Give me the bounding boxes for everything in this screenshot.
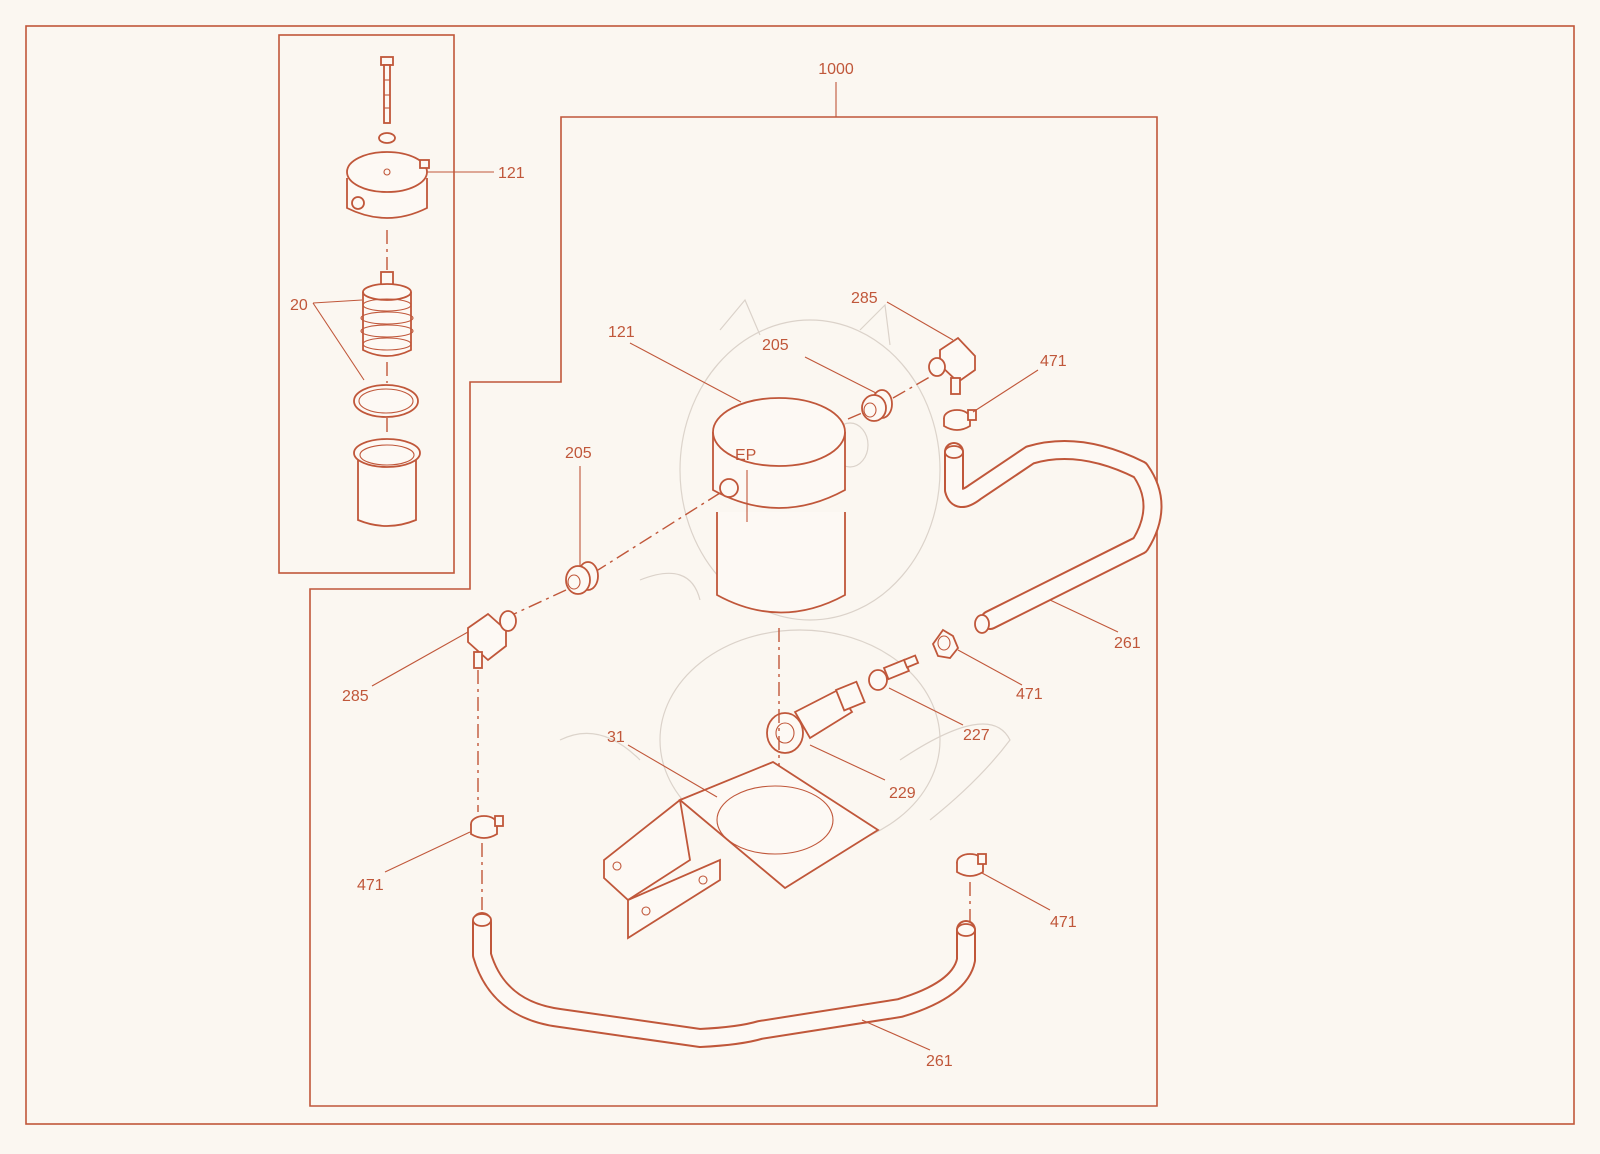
callout-fitting-205-left: 205 xyxy=(565,445,592,462)
callout-clamp-471-top: 471 xyxy=(1040,353,1067,370)
callout-bracket-31: 31 xyxy=(607,729,625,746)
outer-frame xyxy=(25,25,1575,1125)
callout-nipple-227: 227 xyxy=(963,727,990,744)
valve xyxy=(766,680,866,754)
elbow-top xyxy=(928,336,976,395)
inset-filter-element xyxy=(360,271,414,357)
clamp-left xyxy=(470,815,504,839)
fitting-left xyxy=(565,561,599,595)
fitting-top xyxy=(861,389,893,422)
callout-inset-20: 20 xyxy=(290,297,308,314)
callout-1000: 1000 xyxy=(818,61,854,78)
elbow-left xyxy=(467,610,517,669)
washer xyxy=(378,132,396,144)
filter-bowl xyxy=(353,438,421,527)
inset-frame xyxy=(278,34,455,574)
callout-clamp-471-mid: 471 xyxy=(1016,686,1043,703)
callout-clamp-471-bottom: 471 xyxy=(1050,914,1077,931)
inset-filter-head xyxy=(346,151,494,219)
clamp-bottom xyxy=(956,853,987,877)
callout-housing-121: 121 xyxy=(608,324,635,341)
bracket xyxy=(603,760,880,940)
callout-fitting-205-top: 205 xyxy=(762,337,789,354)
callout-inset-121: 121 xyxy=(498,165,525,182)
callout-valve-229: 229 xyxy=(889,785,916,802)
callout-clamp-471-left: 471 xyxy=(357,877,384,894)
o-ring xyxy=(353,384,419,418)
callout-elbow-285-top: 285 xyxy=(851,290,878,307)
callout-hose-261-upper: 261 xyxy=(1114,635,1141,652)
clamp-mid xyxy=(931,628,960,659)
assembly-boundary xyxy=(309,116,1158,1107)
hose-upper xyxy=(944,440,1163,634)
callout-elbow-285-left: 285 xyxy=(342,688,369,705)
nipple xyxy=(868,654,920,691)
clamp-top xyxy=(943,409,977,431)
bolt xyxy=(380,56,394,124)
callout-hose-261-lower: 261 xyxy=(926,1053,953,1070)
svg-text:EP: EP xyxy=(735,447,756,464)
hose-lower xyxy=(472,912,976,1048)
filter-housing: EP xyxy=(712,397,846,614)
